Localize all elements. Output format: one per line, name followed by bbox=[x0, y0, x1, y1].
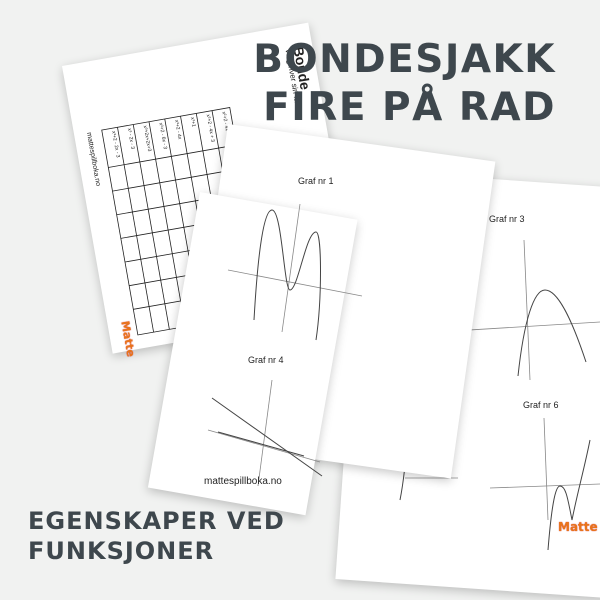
front-sheet-website: mattespillboka.no bbox=[204, 476, 282, 487]
page-title: BONDESJAKK FIRE PÅ RAD bbox=[253, 36, 556, 132]
graph-label: Graf nr 3 bbox=[489, 214, 525, 224]
subtitle-line: FUNKSJONER bbox=[28, 537, 215, 565]
page-subtitle: EGENSKAPER VED FUNKSJONER bbox=[28, 506, 285, 566]
graph-label: Graf nr 6 bbox=[523, 400, 559, 410]
title-line: BONDESJAKK bbox=[253, 37, 556, 82]
mattespill-logo: Matte bbox=[558, 520, 598, 534]
graph-label: Graf nr 1 bbox=[298, 176, 334, 186]
graph-label: Graf nr 4 bbox=[248, 355, 284, 365]
subtitle-line: EGENSKAPER VED bbox=[28, 507, 285, 535]
title-line: FIRE PÅ RAD bbox=[263, 85, 556, 130]
